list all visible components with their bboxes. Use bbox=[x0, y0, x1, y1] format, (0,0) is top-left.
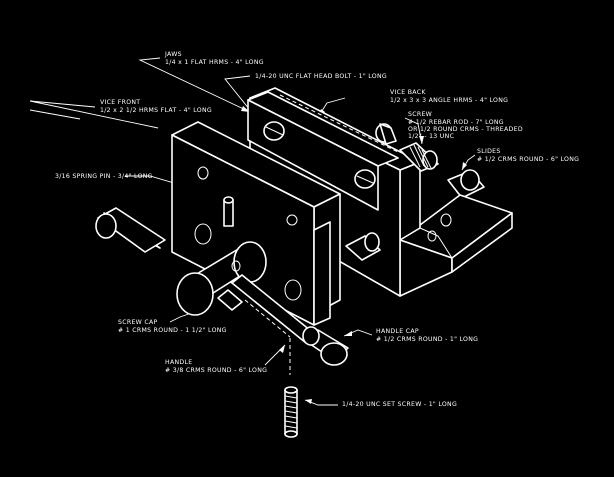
flat-head-bolt-spec: 1/4-20 UNC FLAT HEAD BOLT - 1" LONG bbox=[255, 73, 387, 80]
slides-title: SLIDES bbox=[477, 148, 501, 155]
handle-spec: # 3/8 CRMS ROUND - 6" LONG bbox=[165, 367, 267, 374]
screw-cap-title: SCREW CAP bbox=[118, 319, 158, 326]
vice-back-title: VICE BACK bbox=[390, 89, 426, 96]
screw-cap bbox=[176, 241, 267, 316]
handle-cap bbox=[302, 326, 349, 366]
screw-spec-2: OR 1/2 ROUND CRMS - THREADED bbox=[408, 126, 523, 133]
handle-cap-spec: # 1/2 CRMS ROUND - 1" LONG bbox=[376, 336, 478, 343]
vice-back-spec: 1/2 x 3 x 3 ANGLE HRMS - 4" LONG bbox=[390, 97, 508, 104]
spring-pin-spec: 3/16 SPRING PIN - 3/4" LONG bbox=[55, 173, 153, 180]
slide-rod-right bbox=[375, 123, 485, 199]
set-screw bbox=[284, 386, 298, 438]
callouts: JAWS 1/4 x 1 FLAT HRMS - 4" LONG 1/4-20 … bbox=[55, 51, 579, 408]
vice-front bbox=[171, 121, 341, 326]
vice-front-title: VICE FRONT bbox=[100, 99, 140, 106]
screw-spec-3: 1/2" - 13 UNC bbox=[408, 133, 454, 140]
vice-front-spec: 1/2 x 2 1/2 HRMS FLAT - 4" LONG bbox=[100, 107, 212, 114]
screw-cap-spec: # 1 CRMS ROUND - 1 1/2" LONG bbox=[118, 327, 227, 334]
jaws-title: JAWS bbox=[164, 51, 182, 58]
handle-title: HANDLE bbox=[165, 359, 192, 366]
slide-rod-left bbox=[95, 207, 381, 261]
screw-title: SCREW bbox=[408, 111, 432, 118]
slides-spec: # 1/2 CRMS ROUND - 6" LONG bbox=[477, 156, 579, 163]
jaws-spec: 1/4 x 1 FLAT HRMS - 4" LONG bbox=[165, 59, 264, 66]
screw-rod bbox=[399, 142, 439, 172]
screw-spec-1: # 1/2 REBAR ROD - 7" LONG bbox=[408, 119, 504, 126]
spring-pin bbox=[223, 196, 234, 227]
jaw-back bbox=[247, 91, 399, 211]
handle-cap-title: HANDLE CAP bbox=[376, 328, 419, 335]
set-screw-spec: 1/4-20 UNC SET SCREW - 1" LONG bbox=[342, 401, 457, 408]
